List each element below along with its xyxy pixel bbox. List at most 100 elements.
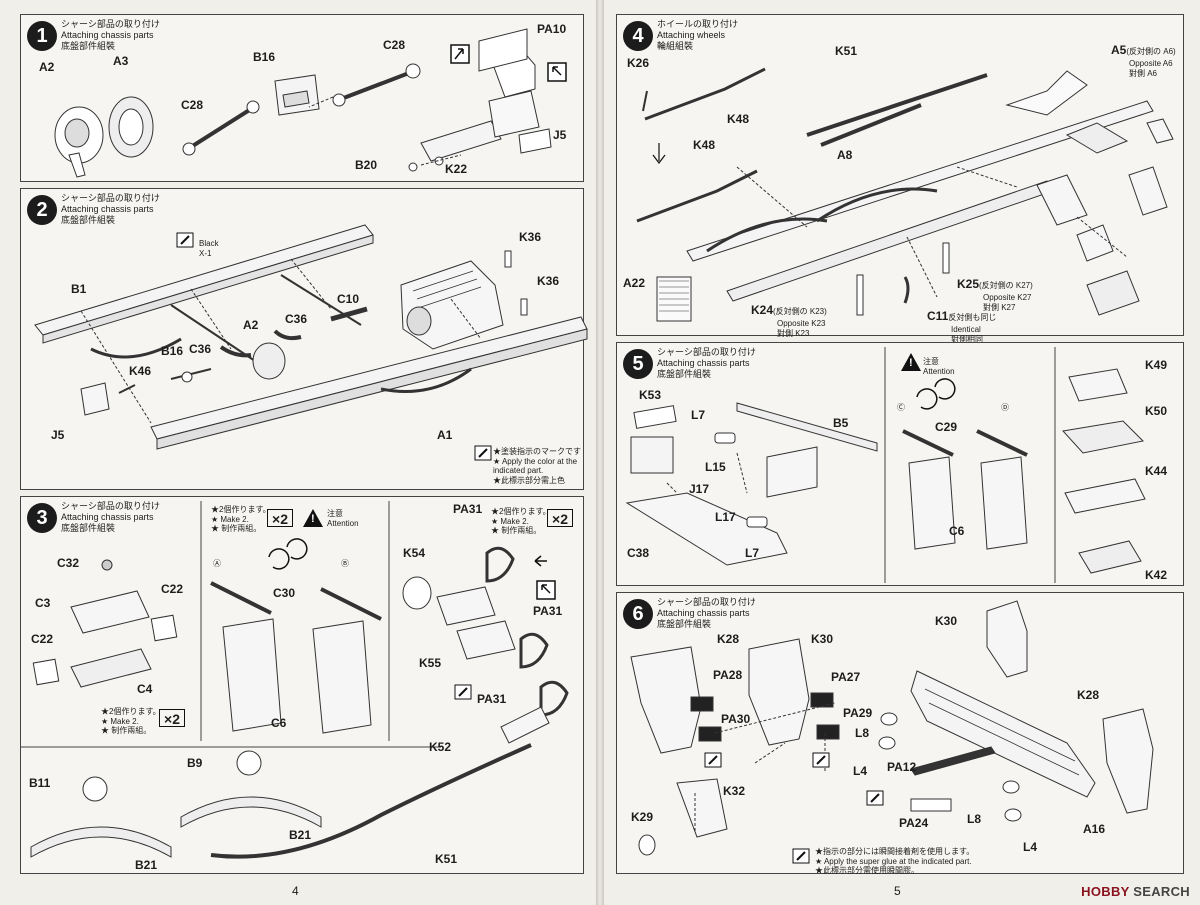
part-label: L8 — [967, 812, 982, 826]
part-label: C6 — [271, 716, 287, 730]
part-label: K28 — [1077, 688, 1100, 702]
part-label: C36 — [285, 312, 308, 326]
part-label: A22 — [623, 276, 646, 290]
c11-callout: C11反対側も同じ Identical 對側相同 — [927, 309, 997, 344]
make-two-note: ★2個作ります。★ Make 2.★ 制作兩組。 — [491, 507, 551, 535]
part-label: K49 — [1145, 358, 1168, 372]
part-label: K44 — [1145, 464, 1168, 478]
watermark-logo: HOBBY SEARCH — [1081, 884, 1190, 899]
step-2-illustration — [34, 224, 588, 461]
circle-a: Ⓐ — [213, 559, 221, 568]
part-label: K36 — [537, 274, 560, 288]
warning-icon: ! — [901, 353, 921, 371]
super-glue-note: ★指示の部分には瞬間接着剤を使用します。★ Apply the super gl… — [815, 847, 975, 875]
times-two-badge: ×2 — [547, 509, 573, 527]
times-two-badge: ×2 — [267, 509, 293, 527]
part-label: A16 — [1083, 822, 1106, 836]
part-label: L8 — [855, 726, 870, 740]
part-label: K42 — [1145, 568, 1168, 582]
part-label: A2 — [243, 318, 259, 332]
part-label: C6 — [949, 524, 965, 538]
page-number-left: 4 — [292, 884, 299, 898]
part-label: K51 — [435, 852, 458, 866]
part-label: B20 — [355, 158, 378, 172]
k25-callout: K25(反対側の K27) Opposite K27 對側 K27 — [957, 277, 1033, 312]
make-two-note: ★2個作ります。★ Make 2.★ 制作兩組。 — [101, 707, 161, 735]
part-label: K32 — [723, 784, 746, 798]
part-label: PA24 — [899, 816, 929, 830]
part-label: C22 — [161, 582, 184, 596]
part-label: L17 — [715, 510, 736, 524]
step-3-illustration — [21, 501, 569, 859]
part-label: K46 — [129, 364, 152, 378]
circle-b: Ⓑ — [341, 559, 349, 568]
circle-c: Ⓒ — [897, 403, 905, 412]
part-label: PA31 — [453, 502, 483, 516]
part-label: J5 — [553, 128, 567, 142]
part-label: C38 — [627, 546, 650, 560]
part-label: L4 — [853, 764, 868, 778]
part-label: K54 — [403, 546, 426, 560]
part-label: K51 — [835, 44, 858, 58]
warning-icon: ! — [303, 509, 323, 527]
step-number: 4 — [623, 21, 653, 51]
part-label: C32 — [57, 556, 80, 570]
step-4-illustration — [636, 67, 1174, 322]
step-number: 5 — [623, 349, 653, 379]
circle-d: Ⓓ — [1001, 403, 1009, 412]
part-label: PA27 — [831, 670, 861, 684]
part-label: K36 — [519, 230, 542, 244]
part-label: C36 — [189, 342, 212, 356]
step-1-illustration — [54, 28, 567, 178]
part-label: K26 — [627, 56, 650, 70]
part-label: C28 — [383, 38, 406, 52]
page-number-right: 5 — [894, 884, 901, 898]
part-label: B5 — [833, 416, 849, 430]
part-label: B21 — [135, 858, 158, 872]
part-label: K29 — [631, 810, 654, 824]
part-label: A8 — [837, 148, 853, 162]
part-label: K52 — [429, 740, 452, 754]
book-gutter — [596, 0, 604, 905]
part-label: C30 — [273, 586, 296, 600]
k24-callout: K24(反対側の K23) Opposite K23 對側 K23 — [751, 303, 827, 338]
part-label: K55 — [419, 656, 442, 670]
part-label: L4 — [1023, 840, 1038, 854]
part-label: A1 — [437, 428, 453, 442]
part-label: PA31 — [533, 604, 563, 618]
part-label: C28 — [181, 98, 204, 112]
part-label: PA29 — [843, 706, 873, 720]
part-label: K50 — [1145, 404, 1168, 418]
part-label: C29 — [935, 420, 958, 434]
part-label: B16 — [253, 50, 276, 64]
part-label: A2 — [39, 60, 55, 74]
step-number: 2 — [27, 195, 57, 225]
part-label: K22 — [445, 162, 468, 176]
part-label: PA30 — [721, 712, 751, 726]
part-label: L15 — [705, 460, 726, 474]
a5-callout: A5(反対側の A6) Opposite A6 對側 A6 — [1111, 43, 1176, 78]
part-label: PA31 — [477, 692, 507, 706]
part-label: K30 — [935, 614, 958, 628]
part-label: K30 — [811, 632, 834, 646]
part-label: J5 — [51, 428, 65, 442]
part-label: PA28 — [713, 668, 743, 682]
part-label: PA10 — [537, 22, 567, 36]
part-label: C10 — [337, 292, 360, 306]
